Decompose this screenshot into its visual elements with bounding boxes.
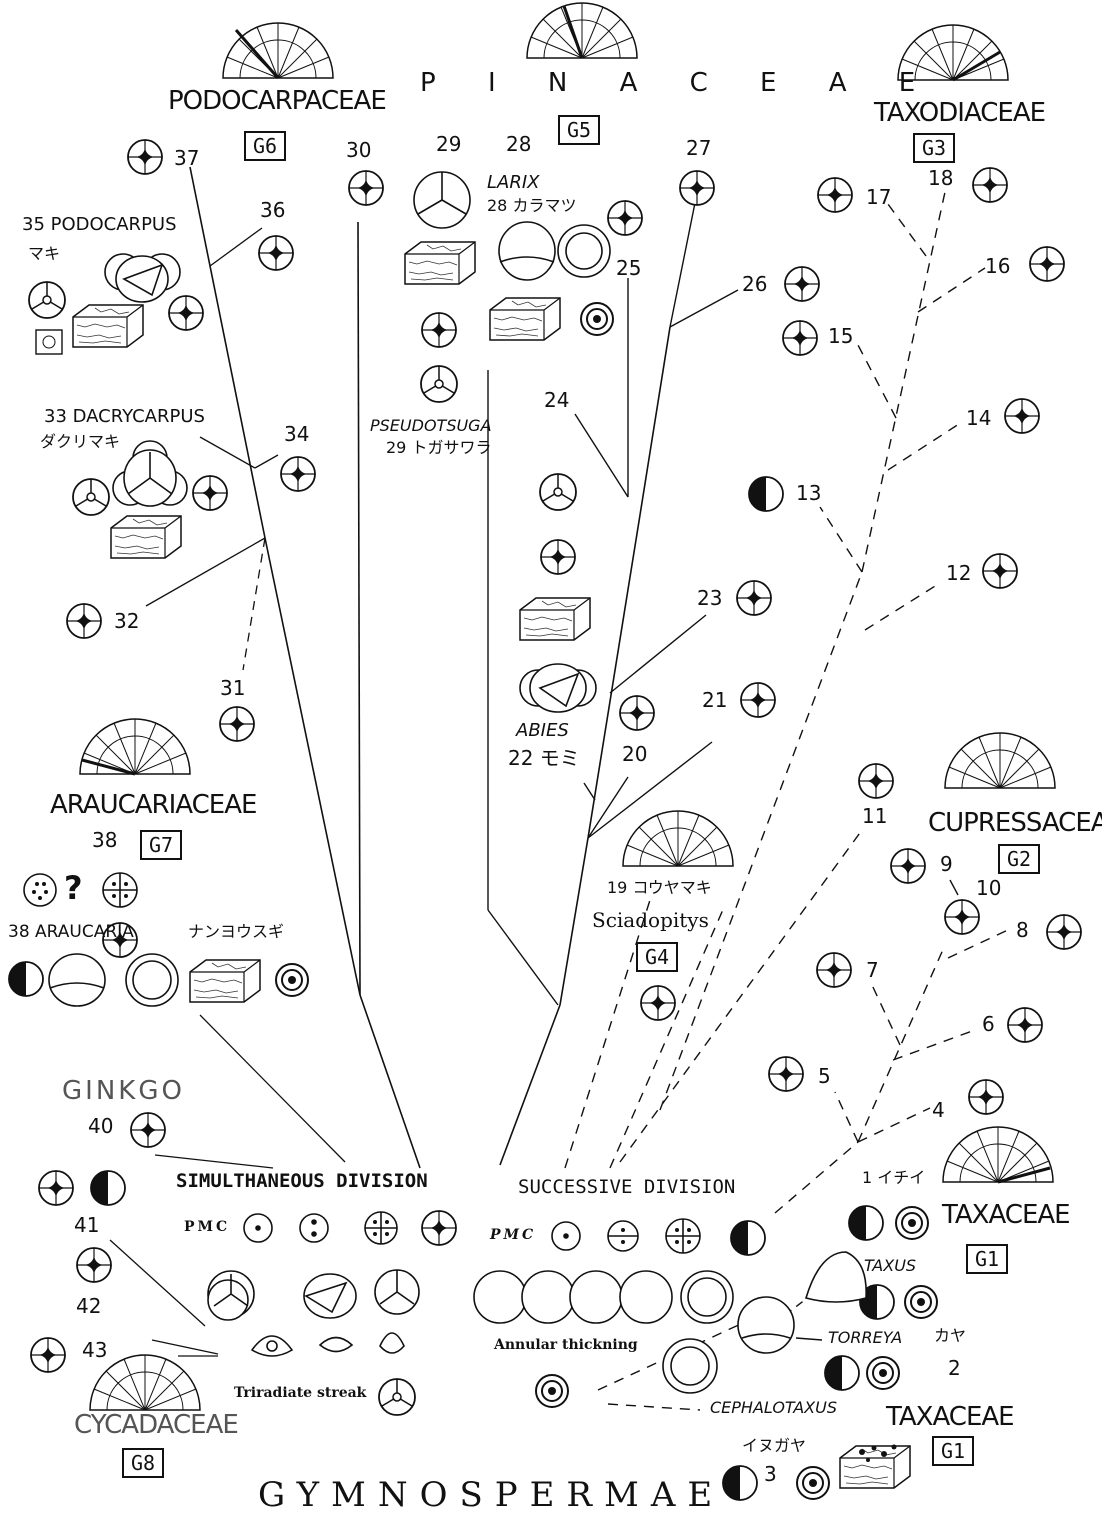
genus-abies: ABIES (516, 722, 569, 740)
genus-torreya-jp: カヤ (934, 1328, 966, 1344)
node-number-28: 28 (506, 134, 531, 154)
node-number-30: 30 (346, 140, 371, 160)
node-number-42: 42 (76, 1296, 101, 1316)
genus-araucaria-jp: ナンヨウスギ (188, 924, 284, 940)
group-badge-g4: G4 (636, 942, 678, 972)
node-number-20: 20 (622, 744, 647, 764)
node-number-21: 21 (702, 690, 727, 710)
node-number-29: 29 (436, 134, 461, 154)
group-badge-g5: G5 (558, 115, 600, 145)
node-number-15: 15 (828, 326, 853, 346)
family-taxaceae-upper: TAXACEAE (942, 1202, 1070, 1228)
genus-dacrycarpus: 33 DACRYCARPUS (44, 408, 205, 426)
family-podocarpaceae: PODOCARPACEAE (168, 88, 386, 114)
node-number-9: 9 (940, 854, 953, 874)
genus-taxus: TAXUS (864, 1258, 916, 1274)
genus-podocarpus: 35 PODOCARPUS (22, 216, 177, 234)
node-number-4: 4 (932, 1100, 945, 1120)
node-number-17: 17 (866, 187, 891, 207)
node-number-36: 36 (260, 200, 285, 220)
node-number-24: 24 (544, 390, 569, 410)
genus-sciadopitys: Sciadopitys (592, 910, 709, 930)
genus-taxus-jp: 1 イチイ (862, 1170, 925, 1186)
family-cupressaceae: CUPRESSACEAE (928, 810, 1102, 836)
triradiate-streak-label: Triradiate streak (234, 1386, 366, 1400)
genus-abies-jp: 22 モミ (508, 748, 580, 768)
simultaneous-division-label: SIMULTHANEOUS DIVISION (176, 1172, 428, 1191)
genus-larix-jp: 28 カラマツ (487, 198, 576, 214)
node-number-27: 27 (686, 138, 711, 158)
genus-torreya: TORREYA (828, 1330, 902, 1346)
node-number-13: 13 (796, 483, 821, 503)
node-number-7: 7 (866, 960, 879, 980)
node-number-8: 8 (1016, 920, 1029, 940)
group-badge-g8: G8 (122, 1448, 164, 1478)
node-number-23: 23 (697, 588, 722, 608)
node-number-40: 40 (88, 1116, 113, 1136)
annular-thickening-label: Annular thickning (494, 1338, 638, 1352)
family-taxodiaceae: TAXODIACEAE (874, 100, 1045, 126)
node-number-5: 5 (818, 1066, 831, 1086)
family-pinaceae: P I N A C E A E (420, 70, 937, 96)
group-badge-g2: G2 (998, 844, 1040, 874)
node-number-10: 10 (976, 878, 1001, 898)
group-badge-g3: G3 (913, 133, 955, 163)
family-taxaceae-lower: TAXACEAE (886, 1404, 1014, 1430)
successive-division-label: SUCCESSIVE DIVISION (518, 1178, 735, 1197)
group-badge-g6: G6 (244, 131, 286, 161)
node-number-11: 11 (862, 806, 887, 826)
pmc-label-successive: PMC (490, 1228, 536, 1242)
family-cycadaceae: CYCADACEAE (74, 1412, 238, 1438)
node-number-38: 38 (92, 830, 117, 850)
diagram-title: GYMNOSPERMAE (258, 1478, 724, 1512)
node-number-43: 43 (82, 1340, 107, 1360)
node-number-2: 2 (948, 1358, 961, 1378)
node-number-3: 3 (764, 1464, 777, 1484)
node-number-12: 12 (946, 563, 971, 583)
node-number-31: 31 (220, 678, 245, 698)
node-number-37: 37 (174, 148, 199, 168)
genus-sciadopitys-jp: 19 コウヤマキ (607, 880, 712, 896)
genus-cephalotaxus: CEPHALOTAXUS (710, 1400, 837, 1416)
genus-larix: LARIX (487, 174, 540, 192)
genus-dacrycarpus-jp: ダクリマキ (40, 434, 120, 450)
genus-cephalotaxus-jp: イヌガヤ (742, 1438, 806, 1454)
genus-araucaria: 38 ARAUCARIA (8, 924, 134, 941)
node-number-32: 32 (114, 611, 139, 631)
node-number-26: 26 (742, 274, 767, 294)
pmc-label-simultaneous: PMC (184, 1220, 230, 1234)
genus-podocarpus-jp: マキ (28, 246, 60, 262)
genus-pseudotsuga: PSEUDOTSUGA (370, 418, 492, 434)
node-number-34: 34 (284, 424, 309, 444)
group-badge-g1-lower: G1 (932, 1436, 974, 1466)
node-number-25: 25 (616, 258, 641, 278)
node-number-18: 18 (928, 168, 953, 188)
group-badge-g1-upper: G1 (966, 1244, 1008, 1274)
question-mark: ? (64, 872, 83, 904)
node-number-16: 16 (985, 256, 1010, 276)
node-number-14: 14 (966, 408, 991, 428)
node-number-6: 6 (982, 1014, 995, 1034)
group-badge-g7: G7 (140, 830, 182, 860)
node-number-41: 41 (74, 1215, 99, 1235)
genus-pseudotsuga-jp: 29 トガサワラ (386, 440, 491, 456)
family-araucariaceae: ARAUCARIACEAE (50, 792, 256, 818)
family-ginkgo: GINKGO (62, 1078, 185, 1104)
